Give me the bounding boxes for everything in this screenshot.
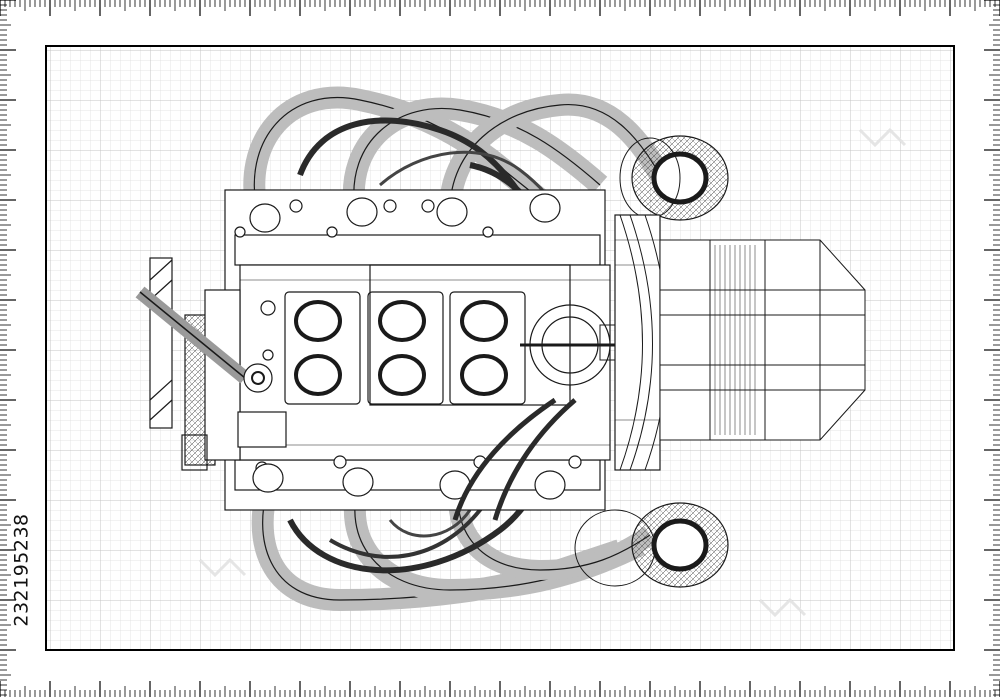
engine-drawing — [135, 86, 866, 612]
intake-runners — [249, 193, 566, 500]
stock-id-watermark: 232195238 — [4, 470, 40, 670]
lower-collector — [574, 502, 729, 588]
watermark-pattern — [198, 127, 907, 618]
oil-lines — [452, 397, 577, 521]
blueprint-frame — [45, 45, 955, 651]
front-accessories — [135, 257, 287, 471]
stock-id-text: 232195238 — [11, 513, 34, 627]
transmission — [659, 239, 866, 441]
upper-collector — [619, 135, 729, 221]
head-bosses — [234, 199, 582, 475]
flywheel — [614, 214, 668, 471]
cylinder-ports — [294, 300, 508, 396]
